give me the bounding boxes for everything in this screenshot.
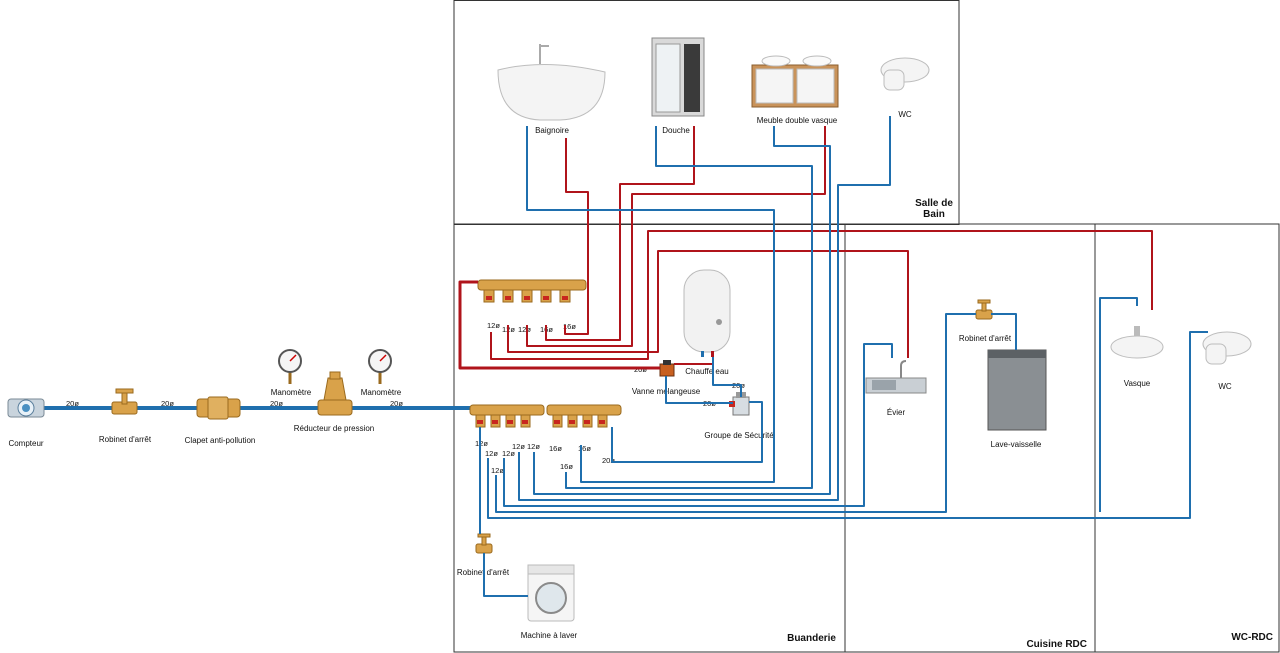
text-line: Salle de	[915, 198, 953, 209]
pipe-label: 12ø	[491, 466, 504, 475]
cold-water-pipes	[479, 116, 1208, 597]
pipe-label: 20ø	[390, 399, 403, 408]
clapet-label: Clapet anti-pollution	[185, 436, 256, 445]
water-heater-icon	[683, 269, 731, 357]
pressure-gauge-icon	[368, 349, 392, 384]
pipe-label: 20ø	[66, 399, 79, 408]
vasque-label: Vasque	[1124, 379, 1151, 388]
bathtub-icon	[497, 44, 606, 121]
manometre-2-label: Manomètre	[361, 388, 402, 397]
stop-valve-icon	[111, 388, 138, 415]
wc-sdb-label: WC	[898, 110, 912, 119]
pipe-label: 16ø	[560, 462, 573, 471]
reducteur-label: Réducteur de pression	[294, 424, 375, 433]
mixing-valve-icon	[659, 360, 675, 377]
pipe-label: 16ø	[578, 444, 591, 453]
room-wc-rdc	[1094, 223, 1280, 653]
pipe-label: 12ø	[487, 321, 500, 330]
hot-water-pipes	[458, 126, 1153, 370]
water-meter-icon	[7, 398, 45, 418]
pipe-label: 12ø	[527, 442, 540, 451]
room-label-cuisine: Cuisine RDC	[1026, 639, 1087, 650]
douche-label: Douche	[662, 126, 690, 135]
pipe-label: 12ø	[485, 449, 498, 458]
hot-manifold-icon	[477, 279, 587, 303]
lave-vaisselle-label: Lave-vaisselle	[991, 440, 1042, 449]
washing-machine-icon	[527, 564, 575, 622]
pipe-label: 12ø	[518, 325, 531, 334]
baignoire-label: Baignoire	[535, 126, 569, 135]
robinet-main-label: Robinet d'arrêt	[99, 435, 152, 444]
chauffe-eau-label: Chauffe eau	[685, 367, 728, 376]
shower-cabin-icon	[651, 37, 705, 117]
pipe-label: 12ø	[512, 442, 525, 451]
washbasin-icon	[1110, 326, 1164, 359]
pipe-label: 12ø	[502, 449, 515, 458]
stop-valve-icon	[975, 299, 993, 320]
pipe-label: 20ø	[161, 399, 174, 408]
pressure-reducer-icon	[317, 371, 353, 416]
machine-label: Machine à laver	[521, 631, 578, 640]
toilet-icon	[880, 57, 930, 91]
groupe-label: Groupe de Sécurité	[704, 431, 774, 440]
cold-manifold-icon	[469, 404, 622, 428]
toilet-icon	[1202, 331, 1252, 365]
meuble-label: Meuble double vasque	[757, 116, 838, 125]
compteur-label: Compteur	[8, 439, 43, 448]
room-label-buanderie: Buanderie	[787, 633, 836, 644]
pipe-label: 16ø	[549, 444, 562, 453]
room-label-wc-rdc: WC-RDC	[1231, 632, 1273, 643]
check-valve-icon	[196, 396, 241, 420]
wc-rdc-label: WC	[1218, 382, 1232, 391]
pipe-label: 16ø	[563, 322, 576, 331]
double-vanity-icon	[751, 55, 839, 108]
pipe-label: 20ø	[270, 399, 283, 408]
manometre-1-label: Manomètre	[271, 388, 312, 397]
evier-label: Évier	[887, 408, 906, 417]
sink-icon	[865, 360, 927, 394]
pipe-label: 20ø	[602, 456, 615, 465]
room-cuisine	[844, 223, 1096, 653]
stop-valve-icon	[475, 533, 493, 554]
robinet-lave-label: Robinet d'arrêt	[959, 334, 1012, 343]
pipe-label: 12ø	[475, 439, 488, 448]
dishwasher-icon	[987, 349, 1047, 431]
pressure-gauge-icon	[278, 349, 302, 384]
text-line: Bain	[923, 209, 945, 220]
